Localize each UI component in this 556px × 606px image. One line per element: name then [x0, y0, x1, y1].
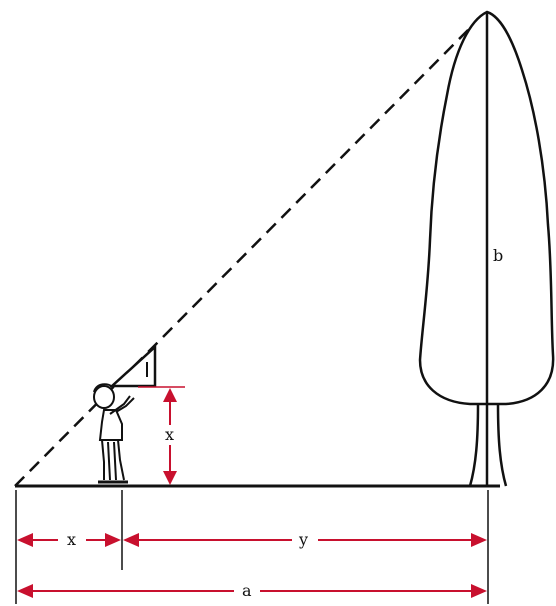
dimension-x-arrow-right	[105, 533, 121, 547]
sight-line	[14, 27, 471, 487]
dimension-y-arrow-right	[471, 533, 487, 547]
dimension-x: x	[17, 530, 121, 549]
person-legs	[101, 439, 125, 481]
label-eye-x: x	[165, 425, 174, 444]
dimension-x-arrow-left	[17, 533, 33, 547]
eye-height-arrow-down	[163, 471, 177, 485]
tree: b	[418, 10, 555, 487]
extension-lines	[15, 490, 489, 604]
person-arms	[109, 395, 135, 415]
person	[93, 344, 157, 484]
eye-height-dimension: x	[138, 386, 185, 485]
label-b: b	[493, 246, 503, 265]
dimension-a: a	[17, 581, 487, 600]
person-head	[93, 385, 115, 409]
eye-height-arrow-up	[163, 388, 177, 402]
dimension-y: y	[123, 530, 487, 549]
dimension-y-arrow-left	[123, 533, 139, 547]
sighting-triangle	[108, 344, 157, 388]
tree-trunk	[468, 403, 508, 487]
label-a: a	[242, 581, 252, 600]
dimension-a-arrow-right	[471, 584, 487, 598]
label-y: y	[298, 530, 308, 549]
label-x: x	[67, 530, 76, 549]
dimension-a-arrow-left	[17, 584, 33, 598]
